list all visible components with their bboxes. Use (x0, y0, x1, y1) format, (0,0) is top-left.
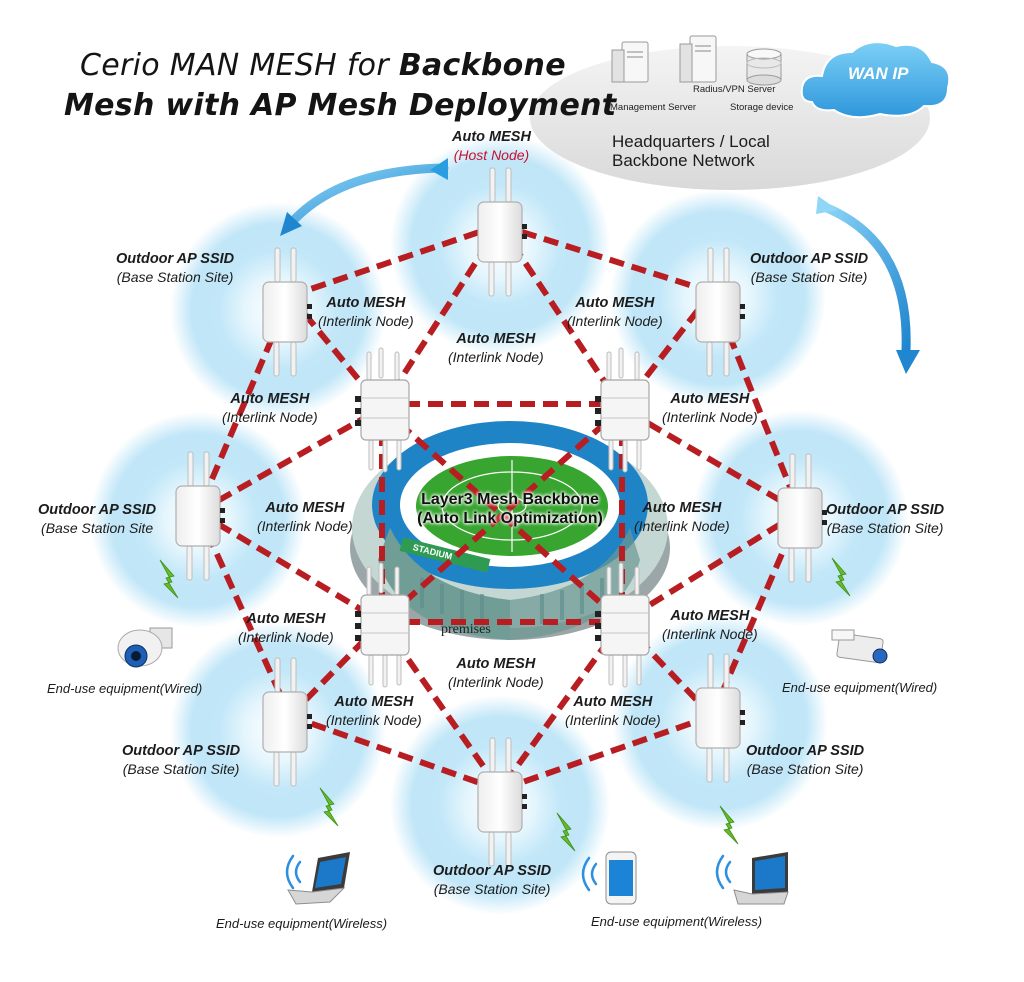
ap-role: (Base Station Site) (433, 881, 551, 897)
wireless-equipment-label: End-use equipment(Wireless) (216, 916, 388, 931)
link-name: Auto MESH (573, 694, 653, 710)
title-bold-part: Mesh with AP Mesh Deployment (64, 88, 617, 123)
link-name: Auto MESH (575, 295, 655, 311)
outdoor-ap-label: Outdoor AP SSID (Base Station Site) (750, 250, 868, 286)
ap-role: (Base Station Site) (116, 269, 234, 285)
hq-storage-label: Storage device (730, 102, 793, 113)
outdoor-ap-label: Outdoor AP SSID (Base Station Site) (122, 742, 240, 778)
diagram-title-line-1: Cerio MAN MESH for Backbone (80, 48, 566, 83)
outdoor-ap-label: Outdoor AP SSID (Base Station Site) (746, 742, 864, 778)
laptop-icon (287, 852, 350, 905)
link-role: (Interlink Node) (565, 712, 661, 728)
ap-name: Outdoor AP SSID (433, 863, 552, 879)
wireless-equipment-label: End-use equipment(Wireless) (591, 914, 763, 929)
mesh-backbone-label: Layer3 Mesh Backbone (Auto Link Optimiza… (380, 490, 640, 528)
outdoor-ap-label: Outdoor AP SSID (Base Station Site) (826, 501, 944, 537)
wired-equipment-label: End-use equipment(Wired) (782, 680, 938, 695)
interlink-label: Auto MESH (Interlink Node) (567, 294, 663, 330)
interlink-label: Auto MESH (Interlink Node) (257, 499, 353, 535)
cloud-icon (800, 41, 951, 119)
ap-name: Outdoor AP SSID (746, 743, 865, 759)
ap-role: (Base Station Site) (746, 761, 864, 777)
ap-name: Outdoor AP SSID (116, 251, 235, 267)
diagram-title-line-2: Mesh with AP Mesh Deployment (64, 88, 616, 123)
ap-name: Outdoor AP SSID (750, 251, 869, 267)
arrow-icon (280, 212, 302, 236)
link-role: (Interlink Node) (662, 409, 758, 425)
backbone-line-1: Layer3 Mesh Backbone (421, 491, 599, 508)
premises-label: premises (441, 622, 491, 637)
host-node-label: Auto MESH (Host Node) (452, 128, 531, 164)
link-name: Auto MESH (246, 611, 326, 627)
outdoor-ap-label: Outdoor AP SSID (Base Station Site) (433, 862, 551, 898)
link-role: (Interlink Node) (238, 629, 334, 645)
link-role: (Interlink Node) (257, 518, 353, 534)
interlink-label: Auto MESH (Interlink Node) (238, 610, 334, 646)
interlink-label: Auto MESH (Interlink Node) (662, 607, 758, 643)
interlink-label: Auto MESH (Interlink Node) (448, 655, 544, 691)
wan-arrows (280, 158, 920, 374)
interlink-label: Auto MESH (Interlink Node) (318, 294, 414, 330)
link-role: (Interlink Node) (448, 674, 544, 690)
link-role: (Interlink Node) (448, 349, 544, 365)
server-icon (679, 35, 717, 83)
interlink-label: Auto MESH (Interlink Node) (448, 330, 544, 366)
link-name: Auto MESH (670, 391, 750, 407)
headquarters-network (530, 35, 951, 190)
ap-role: (Base Station Site) (750, 269, 868, 285)
laptop-icon (733, 852, 789, 905)
interlink-label: Auto MESH (Interlink Node) (565, 693, 661, 729)
interlink-label: Auto MESH (Interlink Node) (634, 499, 730, 535)
hq-radius-label: Radius/VPN Server (693, 84, 775, 95)
link-name: Auto MESH (670, 608, 750, 624)
wifi-icon (285, 854, 732, 892)
link-name: Auto MESH (230, 391, 310, 407)
interlink-label: Auto MESH (Interlink Node) (222, 390, 318, 426)
link-role: (Interlink Node) (222, 409, 318, 425)
link-role: (Interlink Node) (318, 313, 414, 329)
hq-management-label: Management Server (610, 102, 696, 113)
ap-name: Outdoor AP SSID (38, 502, 157, 518)
backbone-line-2: (Auto Link Optimization) (417, 510, 603, 527)
wan-ip-label: WAN IP (848, 64, 909, 83)
hq-network-line-1: Headquarters / Local (612, 132, 770, 151)
ap-role: (Base Station Site) (122, 761, 240, 777)
outdoor-ap-label: Outdoor AP SSID (Base Station Site) (116, 250, 234, 286)
node-role: (Host Node) (453, 147, 530, 163)
camera-icon (831, 629, 888, 664)
title-part: Cerio MAN MESH for (80, 48, 399, 83)
ap-role: (Base Station Site) (826, 520, 944, 536)
link-name: Auto MESH (456, 656, 536, 672)
hq-network-label: Headquarters / Local Backbone Network (612, 132, 770, 170)
link-name: Auto MESH (642, 500, 722, 516)
link-name: Auto MESH (456, 331, 536, 347)
node-name: Auto MESH (452, 129, 531, 145)
link-role: (Interlink Node) (662, 626, 758, 642)
server-icon (611, 41, 649, 83)
arrow-icon (430, 158, 448, 180)
link-role: (Interlink Node) (634, 518, 730, 534)
wired-equipment-label: End-use equipment(Wired) (47, 681, 203, 696)
link-name: Auto MESH (334, 694, 414, 710)
arrow-icon (816, 196, 838, 214)
phone-icon (605, 851, 637, 905)
interlink-label: Auto MESH (Interlink Node) (662, 390, 758, 426)
ap-role: (Base Station Site (41, 520, 154, 536)
link-role: (Interlink Node) (567, 313, 663, 329)
camera-icon (117, 627, 173, 668)
ap-name: Outdoor AP SSID (826, 502, 945, 518)
storage-icon (746, 48, 782, 86)
interlink-label: Auto MESH (Interlink Node) (326, 693, 422, 729)
link-name: Auto MESH (265, 500, 345, 516)
outdoor-ap-label: Outdoor AP SSID (Base Station Site (38, 501, 156, 537)
title-bold-part: Backbone (398, 48, 566, 83)
ap-name: Outdoor AP SSID (122, 743, 241, 759)
link-role: (Interlink Node) (326, 712, 422, 728)
hq-network-line-2: Backbone Network (612, 151, 755, 170)
arrow-icon (896, 350, 920, 374)
link-name: Auto MESH (326, 295, 406, 311)
